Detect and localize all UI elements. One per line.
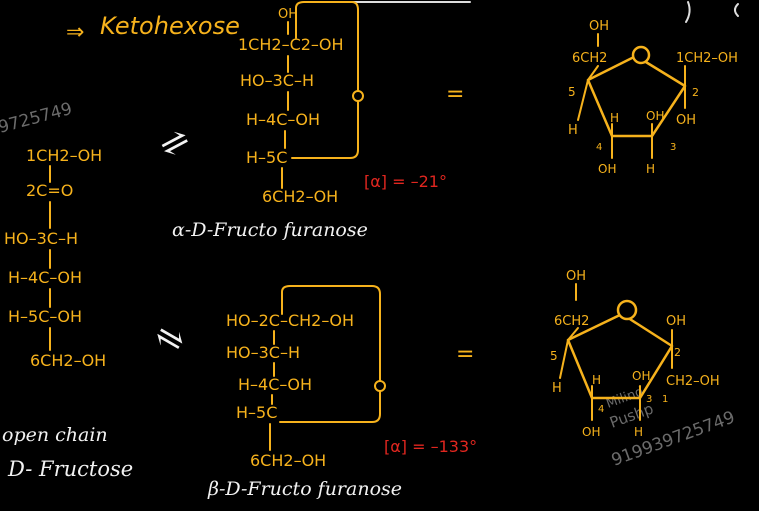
- beta-equals: =: [456, 342, 474, 367]
- alpha-ring-oxygen: [352, 90, 364, 102]
- beta-h-oh-bottom: OH: [582, 425, 600, 439]
- beta-h-c6: 6CH2: [554, 314, 589, 329]
- open-chain-caption-2: D- Fructose: [7, 457, 133, 481]
- alpha-row-4: H–5C: [246, 148, 287, 167]
- beta-ring-bracket: [279, 285, 381, 423]
- open-chain-row-1: 1CH2–OH: [26, 146, 102, 165]
- alpha-row-3: H–4C–OH: [246, 110, 320, 129]
- open-chain-row-3: HO–3C–H: [4, 229, 78, 248]
- beta-h-c2-oh: OH: [666, 314, 686, 329]
- watermark-left: 9725749: [0, 99, 74, 138]
- beta-row-5: 6CH2–OH: [250, 451, 326, 470]
- beta-h-h-mid: H: [592, 373, 601, 387]
- alpha-fischer-structure: OH 1CH2–C2–OH HO–3C–H H–4C–OH H–5C 6CH2–…: [238, 1, 364, 206]
- alpha-name: α-D-Fructo furanose: [172, 219, 368, 241]
- header-arrow: ⇒: [66, 20, 84, 45]
- beta-h-h-left: H: [552, 381, 562, 396]
- alpha-h-c6: 6CH2: [572, 51, 607, 66]
- beta-haworth-structure: OH 6CH2 5 H OH 2 CH2–OH 1 H OH 4 3 OH H: [550, 269, 720, 439]
- beta-h-ring-oxygen: [616, 299, 638, 321]
- open-chain-row-2: 2C=O: [26, 181, 73, 200]
- alpha-h-c6-oh: OH: [589, 19, 609, 34]
- beta-ring-oxygen: [374, 380, 386, 392]
- beta-h-c6-oh: OH: [566, 269, 586, 284]
- alpha-h-c2-oh: OH: [676, 113, 696, 128]
- open-chain-row-4: H–4C–OH: [8, 268, 82, 287]
- beta-h-c3: 3: [646, 394, 652, 405]
- alpha-h-h-bottom: H: [646, 162, 655, 176]
- beta-h-c4: 4: [598, 404, 604, 415]
- alpha-ring-bracket: [291, 1, 359, 159]
- beta-h-ring: [566, 312, 674, 400]
- open-chain-row-5: H–5C–OH: [8, 307, 82, 326]
- header-title: Ketohexose: [100, 12, 240, 40]
- beta-row-2: HO–3C–H: [226, 343, 300, 362]
- beta-h-c1: CH2–OH: [666, 374, 720, 389]
- alpha-top-oh: OH: [278, 7, 298, 22]
- alpha-h-c2: 2: [692, 86, 699, 99]
- beta-name: β-D-Fructo furanose: [207, 478, 402, 500]
- open-chain-row-6: 6CH2–OH: [30, 351, 106, 370]
- alpha-h-oh-mid: OH: [646, 109, 664, 123]
- beta-h-h-bottom: H: [634, 425, 643, 439]
- alpha-h-c1: 1CH2–OH: [676, 51, 738, 66]
- beta-rotation: [α] = –133°: [384, 437, 477, 456]
- beta-h-c5: 5: [550, 349, 558, 363]
- beta-h-c5-up: [567, 327, 579, 341]
- beta-row-1: HO–2C–CH2–OH: [226, 311, 354, 330]
- alpha-h-c5-down: [577, 79, 589, 121]
- alpha-h-oh-bottom: OH: [598, 162, 616, 176]
- alpha-row-2: HO–3C–H: [240, 71, 314, 90]
- alpha-h-c5: 5: [568, 85, 576, 99]
- alpha-h-h-left: H: [568, 123, 578, 138]
- beta-fischer-structure: HO–2C–CH2–OH HO–3C–H H–4C–OH H–5C 6CH2–O…: [226, 285, 386, 470]
- top-right-squiggle: [685, 1, 739, 23]
- beta-h-c2: 2: [674, 346, 681, 359]
- alpha-row-1: 1CH2–C2–OH: [238, 35, 344, 54]
- equilibrium-arrow-top: ⇌: [153, 119, 197, 168]
- beta-row-4: H–5C: [236, 403, 277, 422]
- equilibrium-arrow-bottom: ⇌: [148, 314, 193, 363]
- alpha-h-ring: [586, 54, 687, 138]
- beta-row-3: H–4C–OH: [238, 375, 312, 394]
- alpha-h-c4: 4: [596, 142, 602, 153]
- open-chain-caption-1: open chain: [2, 424, 108, 446]
- beta-h-oh-mid: OH: [632, 369, 650, 383]
- alpha-rotation: [α] = –21°: [364, 172, 447, 191]
- alpha-row-5: 6CH2–OH: [262, 187, 338, 206]
- alpha-equals: =: [446, 82, 464, 107]
- alpha-haworth-structure: OH 6CH2 5 H 1CH2–OH 2 OH H OH 4 3 OH H: [568, 19, 738, 176]
- beta-h-c5-down: [559, 339, 569, 379]
- open-chain-structure: 1CH2–OH 2C=O HO–3C–H H–4C–OH H–5C–OH 6CH…: [4, 146, 106, 370]
- alpha-h-c3: 3: [670, 142, 676, 153]
- alpha-h-ring-oxygen: [631, 45, 651, 65]
- beta-h-c1-num: 1: [662, 394, 668, 405]
- alpha-h-c5-up: [587, 65, 599, 81]
- alpha-h-h-mid: H: [610, 111, 619, 125]
